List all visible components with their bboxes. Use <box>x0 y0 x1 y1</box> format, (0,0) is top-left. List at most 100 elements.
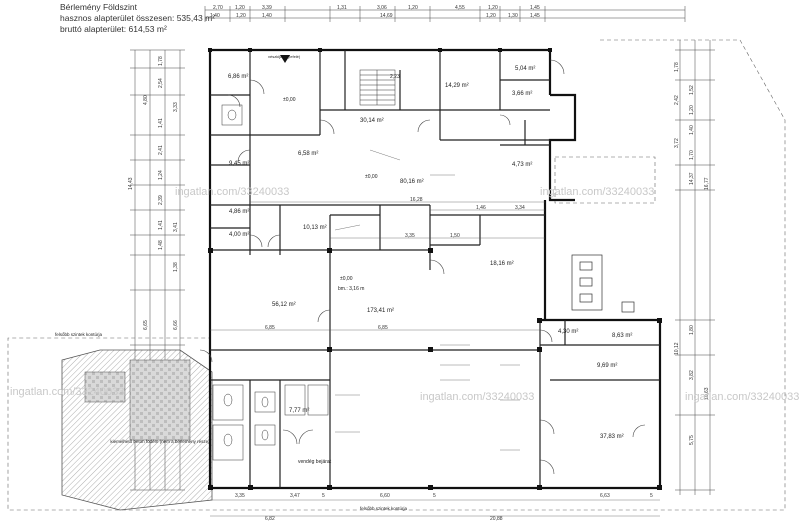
left-dimension-texts: 1,78 2,54 3,33 4,80 1,41 2,41 1,24 2,39 … <box>128 56 179 330</box>
room-labels: 6,86 m² 5,04 m² 14,29 m² 3,66 m² 30,14 m… <box>228 66 632 440</box>
dim-top-3: 1,31 <box>337 5 347 11</box>
dim-bottom-6: 5 <box>650 493 653 499</box>
dim-left-4: 1,41 <box>158 118 164 128</box>
watermark-3: ingatlan.com/33240033 <box>10 386 125 398</box>
room-8016: 80,16 m² <box>400 179 424 185</box>
room-473: 4,73 m² <box>512 162 532 168</box>
dim-left-14: 14,43 <box>128 177 134 190</box>
dim-left-0: 1,78 <box>158 56 164 66</box>
dim-bottom-4: 5 <box>433 493 436 499</box>
dim-top2-5: 1,30 <box>508 13 518 19</box>
dim-top2-0: 1,40 <box>210 13 220 19</box>
lower-contour-label: felsőbb szintek kontúrja <box>360 506 408 511</box>
interior-walls <box>210 50 660 488</box>
staircase <box>359 69 396 106</box>
level-marker-1: ±0,00 <box>283 97 296 103</box>
dim-top-7: 1,20 <box>488 5 498 11</box>
room-1816: 18,16 m² <box>490 261 514 267</box>
dim-top-6: 4,55 <box>455 5 465 11</box>
upper-contour-label: felsőbb szintek kontúrja <box>55 332 103 337</box>
mid-dimension-texts: 16,28 3,35 1,50 1,46 3,34 6,85 6,85 3,35… <box>235 197 653 522</box>
dim-left-3: 4,80 <box>143 95 149 105</box>
dim-right-11: 3,82 <box>689 370 695 380</box>
right-dimension-texts: 1,78 2,42 3,72 1,52 1,20 1,40 1,70 16,77… <box>674 62 710 445</box>
room-777: 7,77 m² <box>289 408 309 414</box>
dim-right-4: 1,20 <box>689 105 695 115</box>
dim-right-7: 16,77 <box>704 177 710 190</box>
dim-left-9: 1,48 <box>158 240 164 250</box>
room-3783: 37,83 m² <box>600 434 624 440</box>
room-945: 9,45 m² <box>229 161 249 167</box>
dim-right-2: 3,72 <box>674 138 680 148</box>
stair-width: 2,23 <box>390 74 400 80</box>
upper-floor-contour <box>7 39 786 511</box>
dim-right-0: 1,78 <box>674 62 680 72</box>
gross-area-text: bruttó alapterület: 614,53 m² <box>60 24 167 34</box>
drawing-header: Bérlemény Földszint hasznos alapterület … <box>60 2 215 35</box>
terrace-slab <box>61 349 213 511</box>
room-5612: 56,12 m² <box>272 302 296 308</box>
room-486: 4,86 m² <box>229 209 249 215</box>
left-dimension-lines <box>130 49 185 491</box>
dim-mid-1: 3,35 <box>405 233 415 239</box>
dim-bottom-5: 6,63 <box>600 493 610 499</box>
dim-left-6: 1,24 <box>158 170 164 180</box>
top-dimension-texts: 2,70 1,20 3,39 1,31 3,06 1,20 4,55 1,20 … <box>210 5 540 19</box>
room-400: 4,00 m² <box>229 232 249 238</box>
dim-bottom2-0: 6,82 <box>265 516 275 522</box>
level-markers: ±0,00 ±0,00 ±0,00 bm.: 3,16 m vendég bej… <box>268 54 400 465</box>
dim-right-9: 10,12 <box>674 342 680 355</box>
dim-right-13: 10,63 <box>704 387 710 400</box>
dim-mid-0: 16,28 <box>410 197 423 203</box>
dim-left-2: 3,33 <box>173 102 179 112</box>
dim-top2-2: 1,40 <box>262 13 272 19</box>
room-863: 8,63 m² <box>612 333 632 339</box>
watermark-5: ingatlan.com/33240033 <box>685 391 800 403</box>
dim-right-12: 5,75 <box>689 435 695 445</box>
room-686: 6,86 m² <box>228 74 248 80</box>
equipment-boxes <box>571 254 635 313</box>
door-swings <box>199 59 646 475</box>
dim-right-6: 1,70 <box>689 150 695 160</box>
columns <box>208 48 662 490</box>
room-3014: 30,14 m² <box>360 118 384 124</box>
outer-walls <box>208 48 662 490</box>
dim-bottom-2: 5 <box>322 493 325 499</box>
dim-bottom-1: 3,47 <box>290 493 300 499</box>
dim-top-1: 1,20 <box>235 5 245 11</box>
room-969: 9,69 m² <box>597 363 617 369</box>
watermark-1: ingatlan.com/33240033 <box>175 186 290 198</box>
dim-top-4: 3,06 <box>377 5 387 11</box>
dim-top-8: 1,45 <box>530 5 540 11</box>
room-366: 3,66 m² <box>512 91 532 97</box>
dim-left-12: 6,65 <box>143 320 149 330</box>
ceiling-height: bm.: 3,16 m <box>338 286 364 292</box>
top-dimension-lines <box>204 6 686 22</box>
dim-top-0: 2,70 <box>213 5 223 11</box>
dim-right-8: 14,37 <box>689 172 695 185</box>
dim-top2-4: 1,20 <box>486 13 496 19</box>
mid-dimension-lines <box>210 201 660 517</box>
dim-mid-5: 6,85 <box>265 325 275 331</box>
dim-top2-1: 1,20 <box>236 13 246 19</box>
dim-left-11: 1,38 <box>173 262 179 272</box>
dim-top2-3: 14,69 <box>380 13 393 19</box>
dim-mid-6: 6,85 <box>378 325 388 331</box>
room-17341: 173,41 m² <box>367 308 394 314</box>
dim-left-7: 2,39 <box>158 195 164 205</box>
entrance-label: vendég bejárat <box>298 459 332 465</box>
room-1429: 14,29 m² <box>445 83 469 89</box>
dim-bottom2-1: 20,88 <box>490 516 503 522</box>
dim-right-1: 2,42 <box>674 95 680 105</box>
dim-left-5: 2,41 <box>158 145 164 155</box>
dim-left-10: 3,41 <box>173 222 179 232</box>
dim-right-3: 1,52 <box>689 85 695 95</box>
dim-bottom-3: 6,60 <box>380 493 390 499</box>
arrow-icon <box>280 55 290 63</box>
toilet-block <box>212 104 329 461</box>
dim-mid-4: 3,34 <box>515 205 525 211</box>
level-marker-2: ±0,00 <box>365 174 378 180</box>
dim-bottom-0: 3,35 <box>235 493 245 499</box>
dim-top-2: 3,39 <box>262 5 272 11</box>
right-dimension-lines <box>675 40 715 495</box>
